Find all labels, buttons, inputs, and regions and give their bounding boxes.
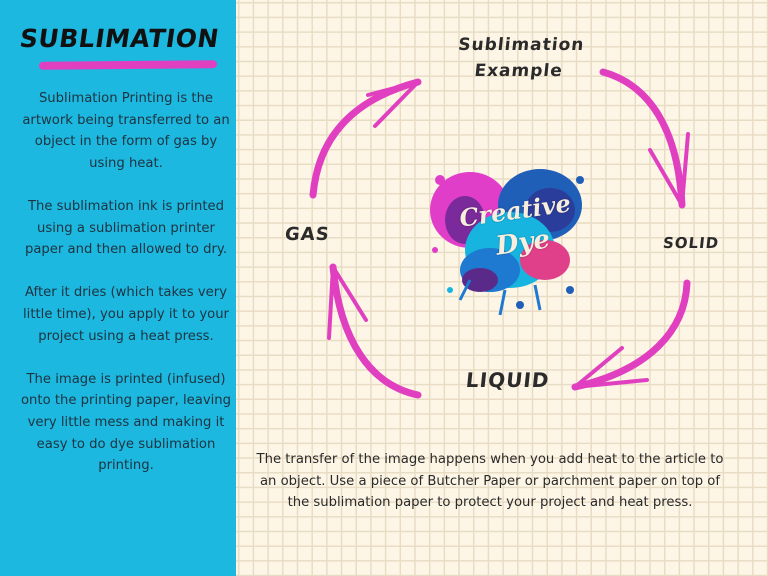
state-gas-label: GAS — [283, 224, 331, 245]
state-liquid-label: LIQUID — [464, 368, 551, 392]
sidebar-text: Sublimation Printing is the artwork bein… — [18, 88, 234, 498]
sidebar-paragraph: The sublimation ink is printed using a s… — [24, 198, 228, 258]
creative-dye-logo: Creative Dye — [420, 150, 590, 320]
sidebar-paragraph: Sublimation Printing is the artwork bein… — [22, 91, 230, 171]
sidebar-paragraph: After it dries (which takes very little … — [23, 285, 229, 344]
diagram-title-line1: Sublimation — [457, 35, 586, 55]
diagram-title: Sublimation Example — [417, 32, 622, 84]
footer-description: The transfer of the image happens when y… — [256, 452, 724, 510]
state-solid-label: SOLID — [662, 234, 721, 252]
paint-splash-icon — [430, 169, 584, 316]
sidebar-paragraph: The image is printed (infused) onto the … — [20, 371, 232, 474]
arrow-example-to-solid-icon — [599, 68, 686, 209]
arrow-solid-to-liquid-icon — [571, 279, 691, 391]
info-sidebar: SUBLIMATION Sublimation Printing is the … — [0, 0, 236, 576]
diagram-title-line2: Example — [473, 61, 564, 81]
arrow-liquid-to-gas-icon — [329, 263, 422, 399]
